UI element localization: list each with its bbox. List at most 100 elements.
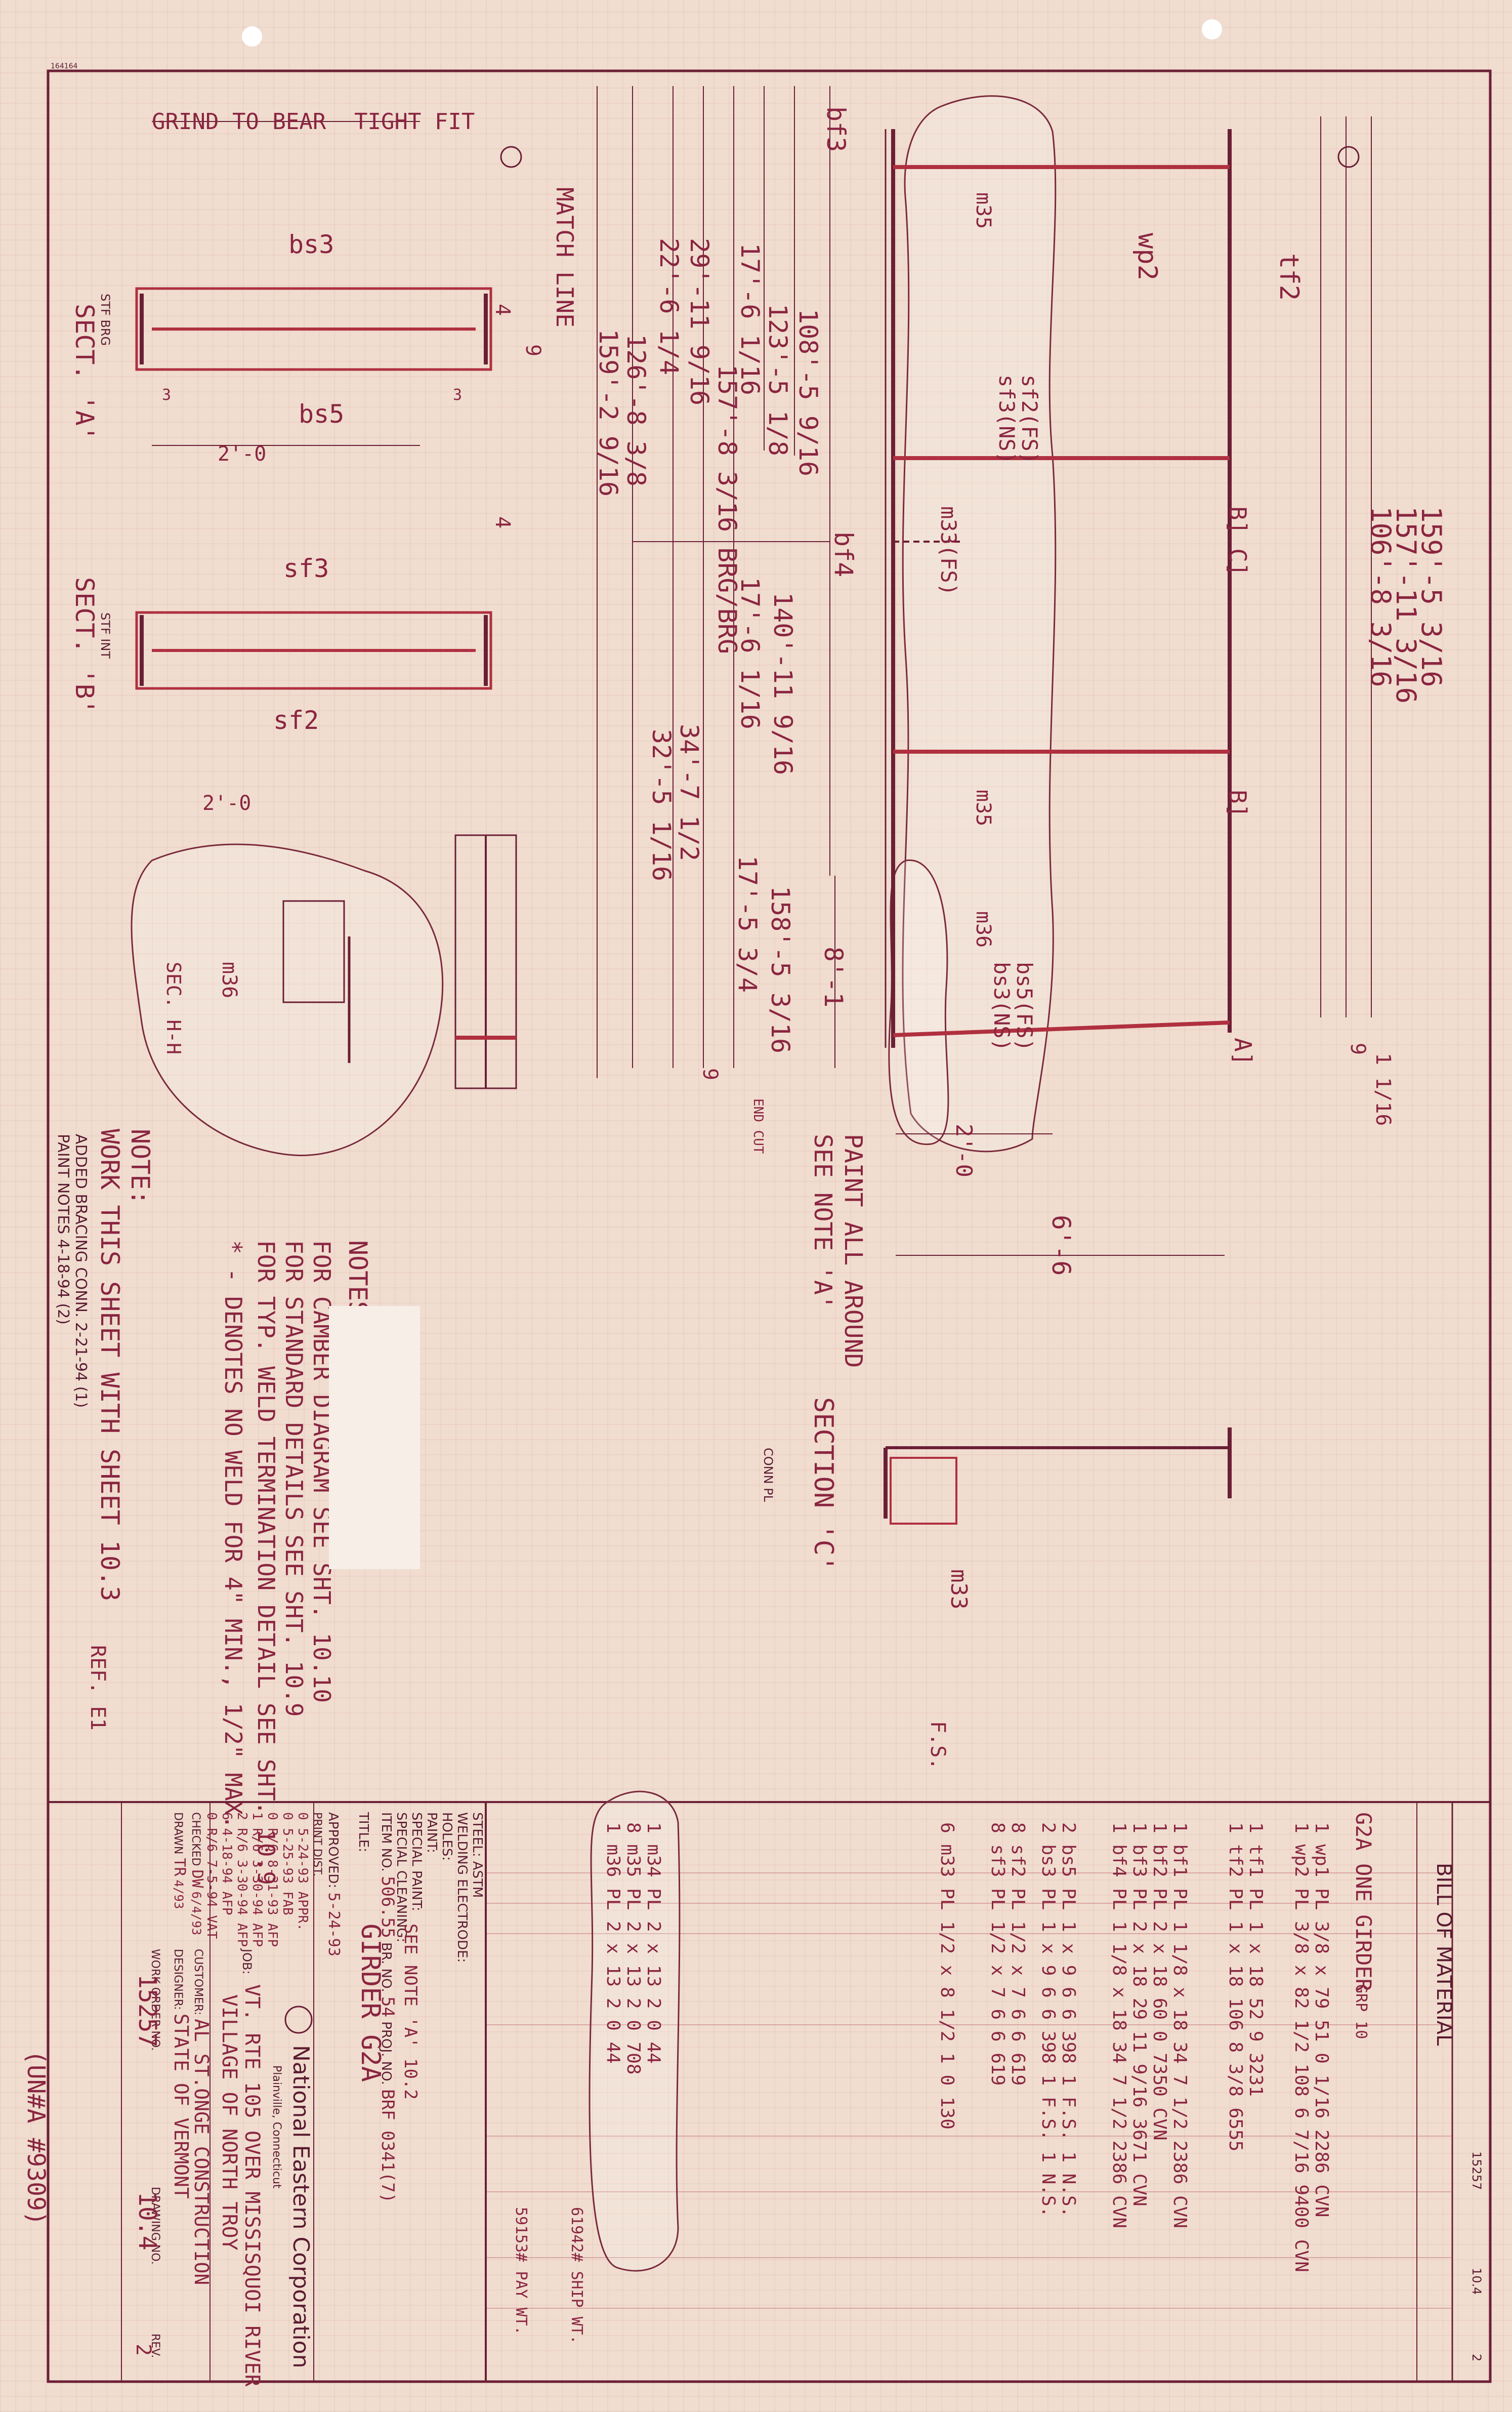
section-h-h: SEC. H-H m36 bbox=[131, 843, 444, 1157]
tight-fit-label: TIGHT FIT bbox=[354, 109, 475, 135]
bom-row-bf2: 1 bf2 PL 2 x 18 60 0 7350 CVN bbox=[1149, 1822, 1170, 2141]
dim-d21: 2'-0 bbox=[218, 442, 266, 466]
mark-wp2: wp2 bbox=[1132, 233, 1162, 280]
ref-label: REF. E1 bbox=[86, 1645, 109, 1731]
notes-block: NOTES: FOR CAMBER DIAGRAM SEE SHT. 10.10… bbox=[220, 1240, 420, 1885]
mark-m33fs: m33(FS) bbox=[936, 506, 961, 596]
sect-b-title: SECT. 'B' bbox=[70, 577, 99, 714]
tb-drawing-no: 10.4 bbox=[133, 2192, 161, 2251]
mark-bs5fs: bs5(FS) bbox=[1012, 962, 1037, 1051]
sec-h-h-title: SEC. H-H bbox=[162, 962, 185, 1054]
tb-approved: APPROVED: 5-24-93 bbox=[325, 1812, 343, 1956]
tb-special-paint: SPECIAL PAINT: bbox=[409, 1812, 424, 1911]
match-marker-right bbox=[1337, 146, 1360, 168]
pay-wt: 59153# PAY WT. bbox=[512, 2207, 530, 2335]
mark-sf3: sf3 bbox=[283, 554, 329, 583]
mark-m35-b: m35 bbox=[972, 790, 995, 826]
note-line-3: FOR TYP. WELD TERMINATION DETAIL SEE SHT… bbox=[253, 1240, 280, 1885]
tb-print-dist: PRINT DIST. bbox=[311, 1812, 323, 1876]
rev-row-1: 0 5-25-93 FAB bbox=[280, 1812, 295, 1915]
dim-d1: 159'-5 3/16 bbox=[1415, 506, 1447, 687]
paint-around-label: PAINT ALL AROUND bbox=[839, 1134, 867, 1368]
note2-heading: NOTE: bbox=[125, 1129, 155, 1205]
rev-row-6: 0 R/6 7-5-94 VAT bbox=[204, 1812, 219, 1939]
mark-tf2: tf2 bbox=[1274, 253, 1304, 301]
dim-d5: 22'-6 1/4 bbox=[654, 238, 684, 375]
punch-hole-left bbox=[242, 26, 262, 47]
bom-row-m33: 6 m33 PL 1/2 x 8 1/2 1 0 130 bbox=[937, 1822, 957, 2130]
mark-bs5: bs5 bbox=[299, 399, 344, 429]
mark-m36-secth: m36 bbox=[218, 962, 241, 998]
section-c: SECTION 'C' CONN PL m33 F.S. bbox=[761, 1397, 1232, 1770]
dim-d28: 3 bbox=[162, 386, 171, 404]
dim-d10: 108'-5 9/16 bbox=[793, 309, 823, 476]
work-note: NOTE: WORK THIS SHEET WITH SHEET 10.3 AD… bbox=[54, 1129, 155, 1731]
dim-d22: 2'-0 bbox=[202, 792, 251, 815]
dim-d15: 32'-5 1/16 bbox=[647, 729, 676, 881]
corner-code: 164164 bbox=[51, 62, 78, 70]
bom-heading: BILL OF MATERIAL bbox=[1432, 1863, 1455, 2046]
bom-grp: GRP 10 bbox=[1352, 1984, 1370, 2039]
match-line-label: MATCH LINE bbox=[551, 187, 578, 328]
mark-m36: m36 bbox=[972, 911, 995, 948]
rev-row-0: 0 5-24-93 APPR. bbox=[295, 1812, 310, 1931]
dim-d2: 157'-11 3/16 bbox=[1390, 506, 1422, 704]
tb-steel: STEEL: ASTM bbox=[470, 1812, 485, 1898]
bom-row-tf1: 1 tf1 PL 1 x 18 52 9 3231 bbox=[1245, 1822, 1266, 2097]
mark-m33: m33 bbox=[946, 1569, 972, 1609]
bom-row-bs3: 2 bs3 PL 1 x 9 6 6 398 1 F.S. 1 N.S. bbox=[1038, 1822, 1059, 2217]
rev-row-4: 2 R/6 3-30-94 AFP bbox=[234, 1812, 249, 1947]
fs-label: F.S. bbox=[926, 1721, 949, 1770]
dim-d6: 29'-11 9/16 bbox=[685, 238, 714, 405]
bom-section: G2A ONE GIRDER bbox=[1351, 1812, 1376, 1992]
white-out-patch bbox=[329, 1306, 420, 1569]
bom-row-bf4: 1 bf4 PL 1 1/8 x 18 34 7 1/2 2386 CVN bbox=[1109, 1822, 1129, 2228]
bom-row-sf3: 8 sf3 PL 1/2 x 7 6 6 619 bbox=[987, 1822, 1008, 2086]
stf-int-label: STF INT bbox=[98, 612, 112, 659]
dim-d19: 6'-6 bbox=[1046, 1215, 1076, 1276]
tb-special-cleaning: SPECIAL CLEANING: bbox=[394, 1812, 409, 1942]
match-marker-left bbox=[500, 146, 522, 168]
elevation-marks: bf3 bf4 wp2 tf2 m33(FS) sf2(FS) sf3(NS) … bbox=[551, 106, 1304, 1368]
dim-d29: 3 bbox=[453, 386, 462, 404]
grind-label: GRIND TO BEAR bbox=[152, 109, 326, 135]
dim-d13: 17'-6 1/16 bbox=[735, 577, 765, 729]
ship-wt: 61942# SHIP WT. bbox=[568, 2207, 585, 2344]
dim-d8: 157'-8 3/16 BRG/BRG bbox=[712, 364, 742, 654]
dim-d18: 8'-1 bbox=[819, 947, 848, 1007]
rev-row-5: 6 4-18-94 AFP bbox=[219, 1812, 234, 1915]
dimension-labels: 159'-5 3/16 157'-11 3/16 106'-8 3/16 159… bbox=[594, 238, 1447, 1276]
tb-company-city: Plainville, Connecticut bbox=[270, 2065, 283, 2189]
cut-marker-b2: B] bbox=[1224, 790, 1251, 817]
end-detail bbox=[454, 834, 517, 1089]
tb-company: National Eastern Corporation bbox=[288, 2045, 314, 2368]
job-stamp: (UN#A #9309) bbox=[22, 2050, 50, 2226]
mark-m35-a: m35 bbox=[972, 192, 995, 229]
tb-rev: 2 bbox=[132, 2344, 155, 2356]
tb-job-1: VT. RTE 105 OVER MISSISQUOI RIVER bbox=[240, 1984, 264, 2387]
section-a: SECT. 'A' STF BRG GRIND TO BEAR TIGHT FI… bbox=[70, 109, 544, 466]
end-cut-label: END CUT bbox=[750, 1098, 766, 1154]
dim-d27: 4 bbox=[491, 516, 514, 528]
bom-row-tf2: 1 tf2 PL 1 x 18 106 8 3/8 6555 bbox=[1225, 1822, 1246, 2151]
mark-bf3: bf3 bbox=[821, 106, 851, 152]
bom-row-m36: 1 m36 PL 2 x 13 2 0 44 bbox=[603, 1822, 623, 2064]
tb-see-note: SEE NOTE 'A' 10.2 bbox=[400, 1924, 421, 2100]
tb-rev-label: REV. bbox=[149, 2334, 161, 2358]
mark-bf4: bf4 bbox=[829, 532, 858, 577]
tb-holes: HOLES: bbox=[439, 1812, 454, 1861]
bom-drawing-no: 10.4 bbox=[1469, 2268, 1484, 2295]
dim-d17: 158'-5 3/16 bbox=[766, 886, 795, 1053]
dim-d12: 140'-11 9/16 bbox=[768, 592, 797, 775]
bom-row-sf2: 8 sf2 PL 1/2 x 7 6 6 619 bbox=[1007, 1822, 1028, 2086]
tb-job-2: VILLAGE OF NORTH TROY bbox=[218, 1994, 241, 2251]
rev-row-2: 0 R/6 8-31-93 AFP bbox=[265, 1812, 280, 1947]
tb-work-order-label: WORK ORDER NO. bbox=[149, 1949, 161, 2051]
bom-row-bf3: 1 bf3 PL 2 x 18 29 11 9/16 3671 CVN bbox=[1129, 1822, 1150, 2206]
note2-rev2: PAINT NOTES 4-18-94 (2) bbox=[54, 1134, 72, 1325]
tb-job-label: JOB: bbox=[240, 1948, 254, 1975]
note2-line: WORK THIS SHEET WITH SHEET 10.3 bbox=[95, 1129, 124, 1601]
bill-of-material: BILL OF MATERIAL 15257 10.4 2 G2A ONE GI… bbox=[485, 1790, 1491, 2383]
